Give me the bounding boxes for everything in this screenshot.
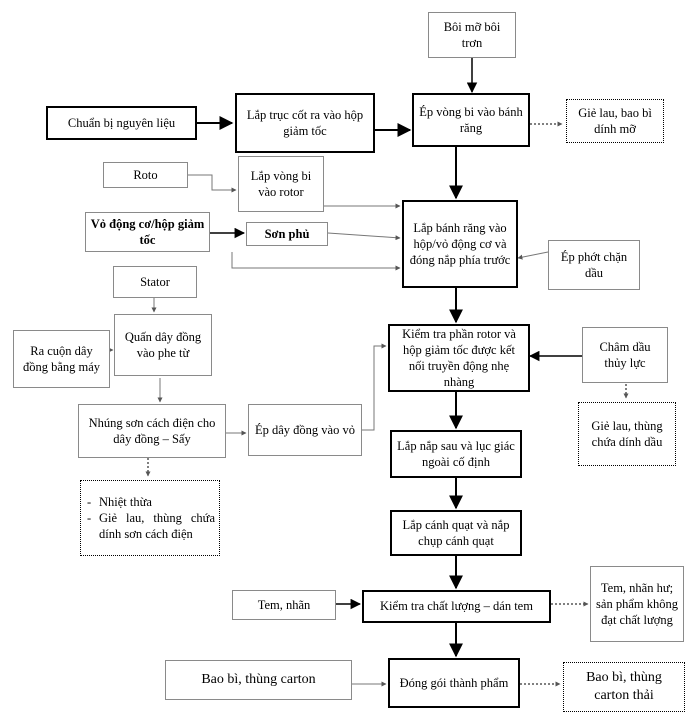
node-bao-bi: Bao bì, thùng carton — [165, 660, 352, 700]
node-ep-vong-bi: Ép vòng bi vào bánh răng — [412, 93, 530, 147]
node-kiem-tra-rotor: Kiểm tra phần rotor và hộp giảm tốc được… — [388, 324, 530, 392]
node-kiem-tra-cl: Kiểm tra chất lượng – dán tem — [362, 590, 551, 623]
node-lap-truc: Lắp trục cốt ra vào hộp giảm tốc — [235, 93, 375, 153]
waste-son-item: Giẻ lau, thùng chứa dính sơn cách điện — [87, 510, 215, 543]
node-cham-dau: Châm dầu thủy lực — [582, 327, 668, 383]
node-vo-dong-co: Vỏ động cơ/hộp giảm tốc — [85, 212, 210, 252]
arrow-roto-lapvongbi — [188, 174, 237, 193]
node-chuan-bi: Chuẩn bị nguyên liệu — [46, 106, 197, 140]
node-ep-day-dong: Ép dây đồng vào vỏ — [248, 404, 362, 456]
node-stator: Stator — [113, 266, 197, 298]
node-dong-goi: Đóng gói thành phẩm — [388, 658, 520, 708]
node-waste-son: Nhiệt thừa Giẻ lau, thùng chứa dính sơn … — [80, 480, 220, 556]
node-tem-nhan: Tem, nhãn — [232, 590, 336, 620]
node-quan-day: Quấn dây đồng vào phe từ — [114, 314, 212, 376]
arrow-sonphu-lapbanhrang — [327, 232, 401, 241]
arrow-epphot-lapbanhrang — [517, 251, 549, 260]
waste-son-item: Nhiệt thừa — [87, 494, 215, 511]
arrow-vodongco-lapbanhrang — [231, 252, 401, 271]
node-ra-cuon: Ra cuộn dây đồng bằng máy — [13, 330, 110, 388]
waste-son-list: Nhiệt thừa Giẻ lau, thùng chứa dính sơn … — [85, 494, 215, 543]
node-tem-nhan-hu: Tem, nhãn hư; sản phẩm không đạt chất lư… — [590, 566, 684, 642]
node-lap-nap-sau: Lắp nắp sau và lục giác ngoài cố định — [390, 430, 522, 478]
node-lap-vong-bi: Lắp vòng bi vào rotor — [238, 156, 324, 212]
node-lap-canh-quat: Lắp cánh quạt và nắp chụp cánh quạt — [390, 510, 522, 556]
node-son-phu: Sơn phủ — [246, 222, 328, 246]
arrow-epdaydong-kiemtra — [362, 343, 387, 431]
node-nhung-son: Nhúng sơn cách điện cho dây đồng – Sấy — [78, 404, 226, 458]
node-gie-lau-mo: Giẻ lau, bao bì dính mỡ — [566, 99, 664, 143]
node-bao-bi-thai: Bao bì, thùng carton thải — [563, 662, 685, 712]
node-gie-lau-dau: Giẻ lau, thùng chứa dính dầu — [578, 402, 676, 466]
node-boi-mo: Bôi mỡ bôi trơn — [428, 12, 516, 58]
node-ep-phot: Ép phớt chặn dầu — [548, 240, 640, 290]
node-roto: Roto — [103, 162, 188, 188]
node-lap-banh-rang: Lắp bánh răng vào hộp/vỏ động cơ và đóng… — [402, 200, 518, 288]
